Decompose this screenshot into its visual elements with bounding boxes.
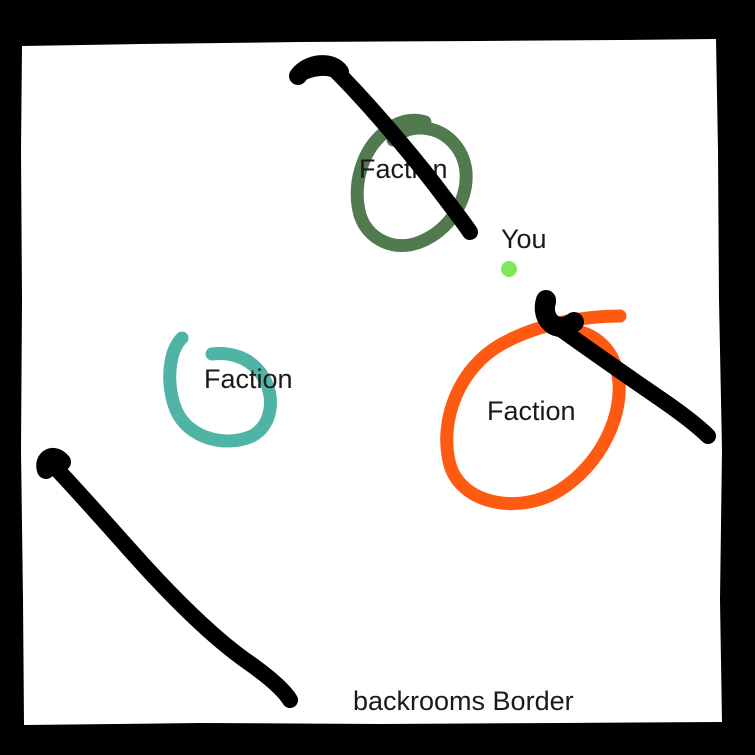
you-label: You [501, 224, 547, 254]
wall-left [40, 452, 298, 708]
faction-left-label: Faction [204, 364, 293, 394]
paper-area [21, 39, 722, 725]
wall-right-knot [534, 290, 584, 337]
wall-top-knot [289, 55, 349, 85]
wall-left-knot [36, 448, 71, 479]
faction-left-loop [163, 331, 277, 448]
border-label: backrooms Border [353, 686, 574, 716]
you-marker [501, 261, 517, 277]
faction-right-label: Faction [487, 396, 576, 426]
